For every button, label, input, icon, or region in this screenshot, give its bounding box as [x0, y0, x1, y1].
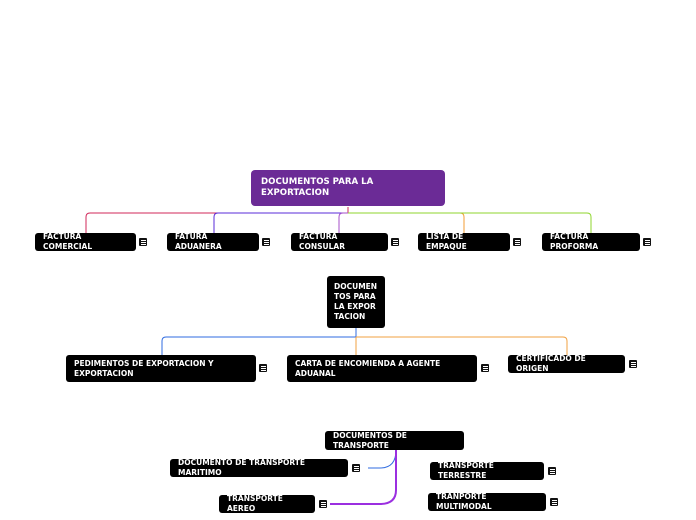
- node-factura-comercial[interactable]: FACTURA COMERCIAL: [35, 232, 136, 251]
- node-documentos-transporte[interactable]: DOCUMENTOS DE TRANSPORTE: [325, 431, 464, 450]
- node-fatura-aduanera[interactable]: FATURA ADUANERA: [167, 232, 259, 251]
- note-icon[interactable]: [139, 238, 147, 246]
- node-lista-empaque[interactable]: LISTA DE EMPAQUE: [418, 232, 510, 251]
- node-factura-proforma[interactable]: FACTURA PROFORMA: [542, 232, 640, 251]
- root-node-title: DOCUMENTOS PARA LA EXPORTACION: [261, 177, 374, 198]
- node-label: DOCUMENTOS PARA LA EXPORTACION: [334, 282, 378, 321]
- note-icon[interactable]: [513, 238, 521, 246]
- connector-aereo: [330, 450, 397, 505]
- node-factura-consular[interactable]: FACTURA CONSULAR: [291, 232, 388, 251]
- note-icon[interactable]: [319, 500, 327, 508]
- node-label: DOCUMENTO DE TRANSPORTE MARITIMO: [178, 458, 306, 477]
- connector-lista-empaque: [348, 212, 465, 233]
- node-certificado-origen[interactable]: CERTIFICADO DE ORIGEN: [508, 354, 625, 373]
- node-label: CARTA DE ENCOMIENDA A AGENTE ADUANAL: [295, 358, 441, 378]
- connector-factura-proforma: [348, 212, 592, 233]
- note-icon[interactable]: [548, 467, 556, 475]
- note-icon[interactable]: [352, 464, 360, 472]
- node-label: FACTURA CONSULAR: [299, 232, 346, 251]
- node-transporte-maritimo[interactable]: DOCUMENTO DE TRANSPORTE MARITIMO: [170, 458, 348, 477]
- node-label: DOCUMENTOS DE TRANSPORTE: [333, 430, 407, 450]
- connector-factura-consular: [338, 212, 348, 233]
- connector-pedimentos: [161, 328, 357, 355]
- connector-fatura-aduanera: [213, 212, 348, 233]
- note-icon[interactable]: [259, 364, 267, 372]
- node-label: TRANSPORTE AEREO: [227, 494, 283, 513]
- node-label: PEDIMENTOS DE EXPORTACION Y EXPORTACION: [74, 358, 214, 378]
- node-carta-encomienda[interactable]: CARTA DE ENCOMIENDA A AGENTE ADUANAL: [287, 355, 477, 382]
- connector-maritimo: [368, 449, 397, 469]
- note-icon[interactable]: [550, 498, 558, 506]
- connector-factura-comercial: [85, 207, 349, 233]
- node-label: FATURA ADUANERA: [175, 232, 222, 251]
- node-transporte-multimodal[interactable]: TRANPORTE MULTIMODAL: [428, 492, 546, 511]
- connector-certificado: [356, 336, 568, 355]
- note-icon[interactable]: [481, 364, 489, 372]
- node-transporte-terrestre[interactable]: TRANSPORTE TERRESTRE: [430, 461, 544, 480]
- node-label: TRANPORTE MULTIMODAL: [436, 492, 492, 511]
- node-documentos-exportacion[interactable]: DOCUMENTOS PARA LA EXPORTACION: [327, 276, 385, 328]
- root-node[interactable]: DOCUMENTOS PARA LA EXPORTACION: [251, 170, 445, 206]
- node-pedimentos[interactable]: PEDIMENTOS DE EXPORTACION Y EXPORTACION: [66, 355, 256, 382]
- note-icon[interactable]: [262, 238, 270, 246]
- node-transporte-aereo[interactable]: TRANSPORTE AEREO: [219, 494, 315, 513]
- note-icon[interactable]: [391, 238, 399, 246]
- note-icon[interactable]: [643, 238, 651, 246]
- node-label: FACTURA PROFORMA: [550, 232, 599, 251]
- node-label: LISTA DE EMPAQUE: [426, 232, 467, 251]
- node-label: CERTIFICADO DE ORIGEN: [516, 354, 586, 373]
- node-label: FACTURA COMERCIAL: [43, 232, 93, 251]
- note-icon[interactable]: [629, 360, 637, 368]
- node-label: TRANSPORTE TERRESTRE: [438, 461, 494, 480]
